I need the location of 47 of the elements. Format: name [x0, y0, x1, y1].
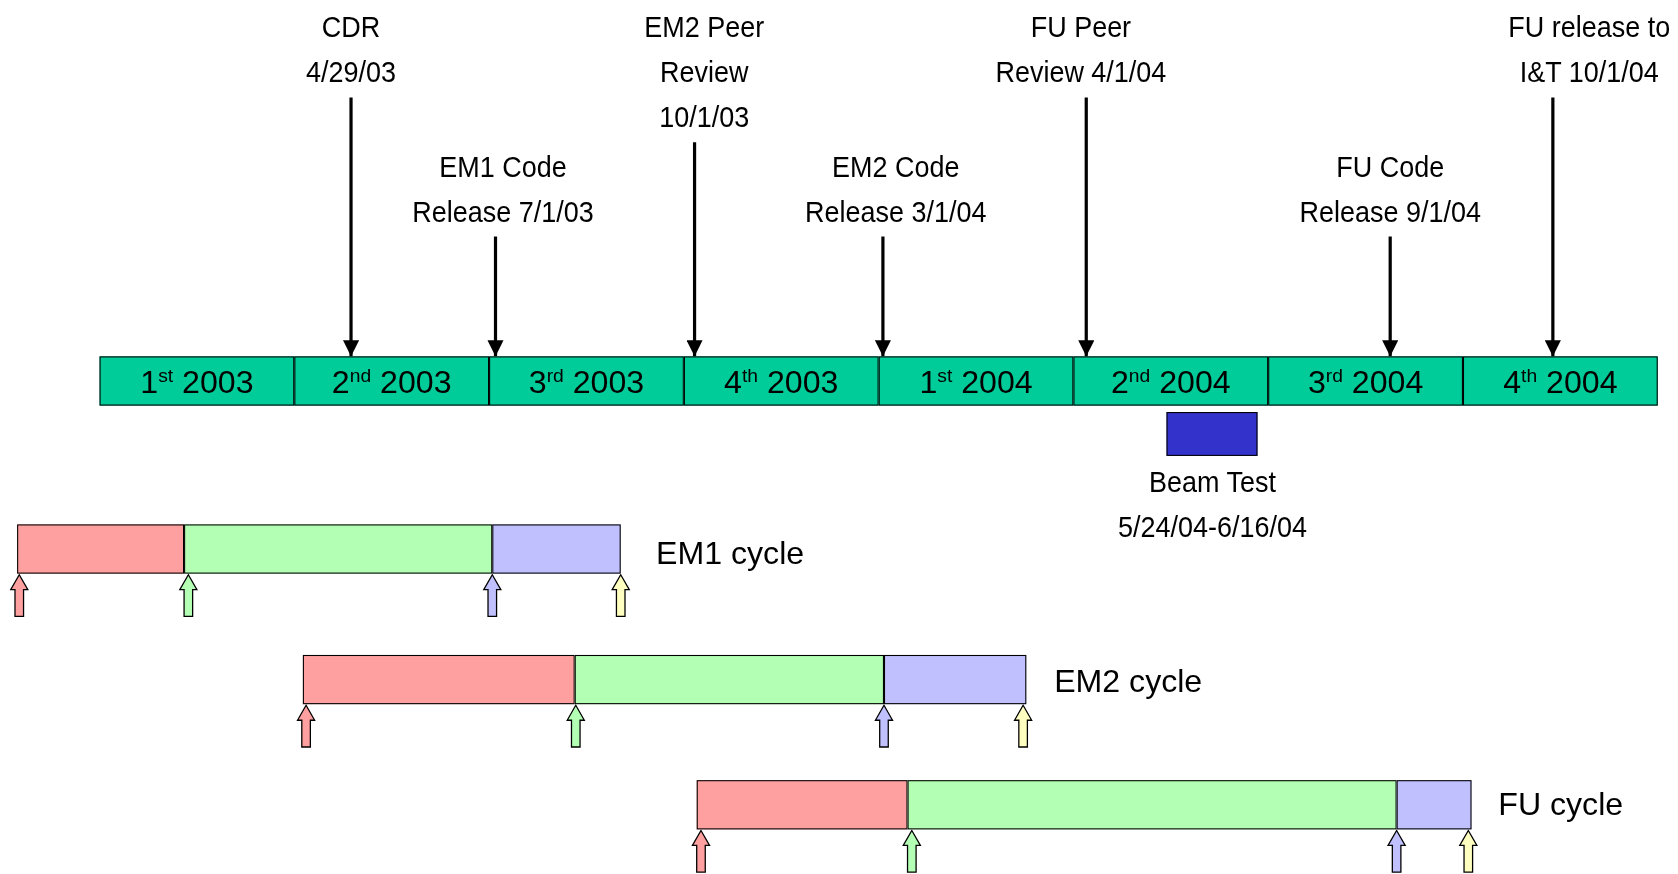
block-arrow [611, 573, 631, 618]
phase-bar [884, 654, 1027, 705]
block-arrow [178, 573, 199, 618]
block-arrow [1458, 829, 1478, 873]
milestone-label: FU Peer Review 4/1/04 [989, 5, 1173, 96]
milestone-label: FU Code Release 9/1/04 [1298, 144, 1482, 235]
block-arrow [691, 829, 711, 873]
cycle-label: EM1 cycle [656, 535, 805, 572]
milestone-label: EM2 Peer Review 10/1/03 [612, 5, 796, 141]
arrow [1544, 97, 1561, 357]
arrow [1078, 97, 1095, 357]
quarter-cell: 1$^{st}$ 2003 [99, 356, 295, 406]
phase-bar [574, 654, 884, 705]
milestone-label: CDR 4/29/03 [298, 5, 404, 96]
phase-bar [1396, 780, 1472, 830]
quarter-cell: 2$^{nd}$ 2003 [294, 356, 490, 406]
quarter-cell: 4$^{th}$ 2003 [683, 356, 879, 406]
block-arrow [482, 573, 502, 618]
quarter-cell: 2$^{nd}$ 2004 [1073, 356, 1269, 406]
phase-bar [302, 654, 575, 705]
phase-bar [492, 524, 621, 574]
phase-bar [907, 780, 1397, 830]
block-arrow [902, 829, 922, 873]
quarter-cell: 3$^{rd}$ 2003 [489, 356, 684, 406]
phase-bar [17, 524, 185, 574]
phase-bar [696, 780, 908, 830]
quarter-cell: 4$^{th}$ 2004 [1462, 356, 1658, 406]
arrow [874, 236, 891, 357]
quarter-cell: 3$^{rd}$ 2004 [1268, 356, 1463, 406]
arrow [487, 236, 504, 357]
block-arrow [1013, 703, 1033, 748]
milestone-label: EM1 Code Release 7/1/03 [411, 144, 595, 235]
block-arrow [9, 573, 29, 618]
block-arrow [296, 703, 316, 748]
phase-bar [184, 524, 493, 574]
bar-caption: Beam Test 5/24/04-6/16/04 [1117, 464, 1308, 546]
milestone-label: EM2 Code Release 3/1/04 [804, 144, 988, 235]
arrow [1382, 236, 1399, 357]
block-arrow [1386, 829, 1407, 873]
milestone-label: FU release to I&T 10/1/04 [1497, 5, 1678, 96]
arrow [343, 97, 360, 357]
cycle-label: EM2 cycle [1054, 663, 1203, 700]
arrow [686, 142, 703, 357]
block-arrow [566, 703, 586, 748]
block-arrow [874, 703, 894, 748]
quarter-cell: 1$^{st}$ 2004 [878, 356, 1074, 406]
cycle-label: FU cycle [1498, 786, 1624, 823]
